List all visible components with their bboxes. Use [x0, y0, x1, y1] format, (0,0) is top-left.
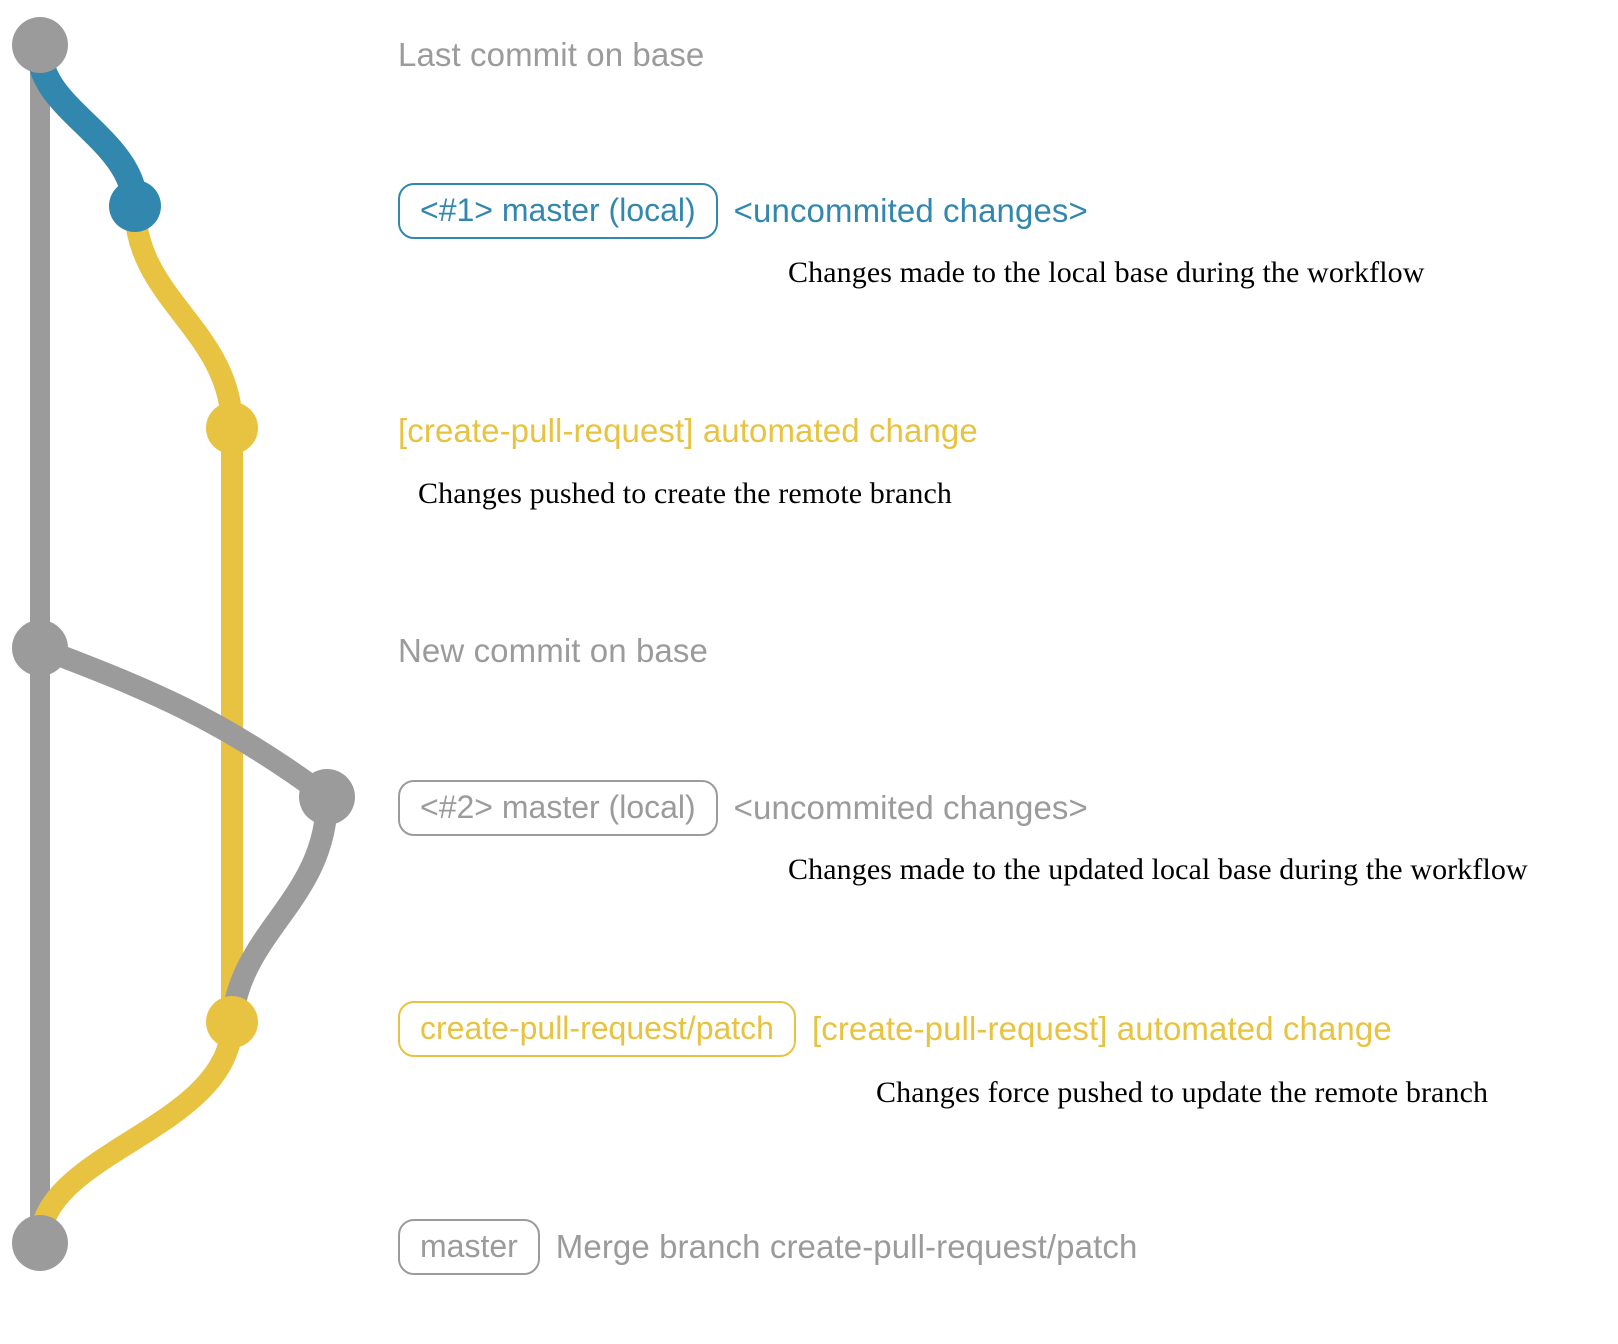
commit-subject: Merge branch create-pull-request/patch	[555, 1228, 1138, 1265]
commit-note-master-local-1: Changes made to the local base during th…	[788, 256, 1425, 289]
ref-pill-master-local-2[interactable]: <#2> master (local)	[398, 780, 718, 836]
commit-node-new-commit-on-base[interactable]	[12, 620, 68, 676]
commit-note-automated-change-1: Changes pushed to create the remote bran…	[418, 477, 952, 510]
force-push-line	[221, 786, 338, 1033]
spacer	[796, 1029, 812, 1030]
commit-subject: Last commit on base	[398, 36, 705, 73]
commit-row-automated-change-2: create-pull-request/patch [create-pull-r…	[398, 1001, 1392, 1057]
patch-branch-line-1	[124, 195, 243, 439]
commit-node-last-commit-on-base[interactable]	[12, 17, 68, 73]
ref-pill-master[interactable]: master	[398, 1219, 540, 1275]
commit-row-master-local-2: <#2> master (local) <uncommited changes>	[398, 780, 1088, 836]
spacer	[718, 211, 734, 212]
commit-row-merge-master: master Merge branch create-pull-request/…	[398, 1219, 1137, 1275]
commit-node-automated-change-2[interactable]	[206, 996, 258, 1048]
commit-row-automated-change-1: [create-pull-request] automated change	[398, 412, 978, 450]
commit-subject: <uncommited changes>	[733, 789, 1088, 826]
commit-subject: [create-pull-request] automated change	[811, 1010, 1392, 1047]
commit-node-master-local-1[interactable]	[109, 180, 161, 232]
commit-note-automated-change-2: Changes force pushed to update the remot…	[876, 1076, 1489, 1109]
commit-row-master-local-1: <#1> master (local) <uncommited changes>	[398, 183, 1088, 239]
commit-subject: <uncommited changes>	[733, 192, 1088, 229]
commit-row-new-commit-on-base: New commit on base	[398, 632, 708, 670]
spacer	[540, 1247, 556, 1248]
merge-line	[29, 1011, 243, 1254]
spacer	[718, 808, 734, 809]
commit-node-automated-change-1[interactable]	[206, 402, 258, 454]
commit-note-master-local-2: Changes made to the updated local base d…	[788, 853, 1528, 886]
commit-node-merge-master[interactable]	[12, 1215, 68, 1271]
ref-pill-create-pull-request-patch[interactable]: create-pull-request/patch	[398, 1001, 796, 1057]
ref-pill-master-local-1[interactable]: <#1> master (local)	[398, 183, 718, 239]
commit-subject: New commit on base	[398, 632, 708, 669]
commit-subject: [create-pull-request] automated change	[398, 412, 978, 449]
commit-row-last-commit-on-base: Last commit on base	[398, 36, 704, 74]
commit-node-master-local-2[interactable]	[299, 769, 355, 825]
local-branch-line-2	[29, 637, 338, 808]
